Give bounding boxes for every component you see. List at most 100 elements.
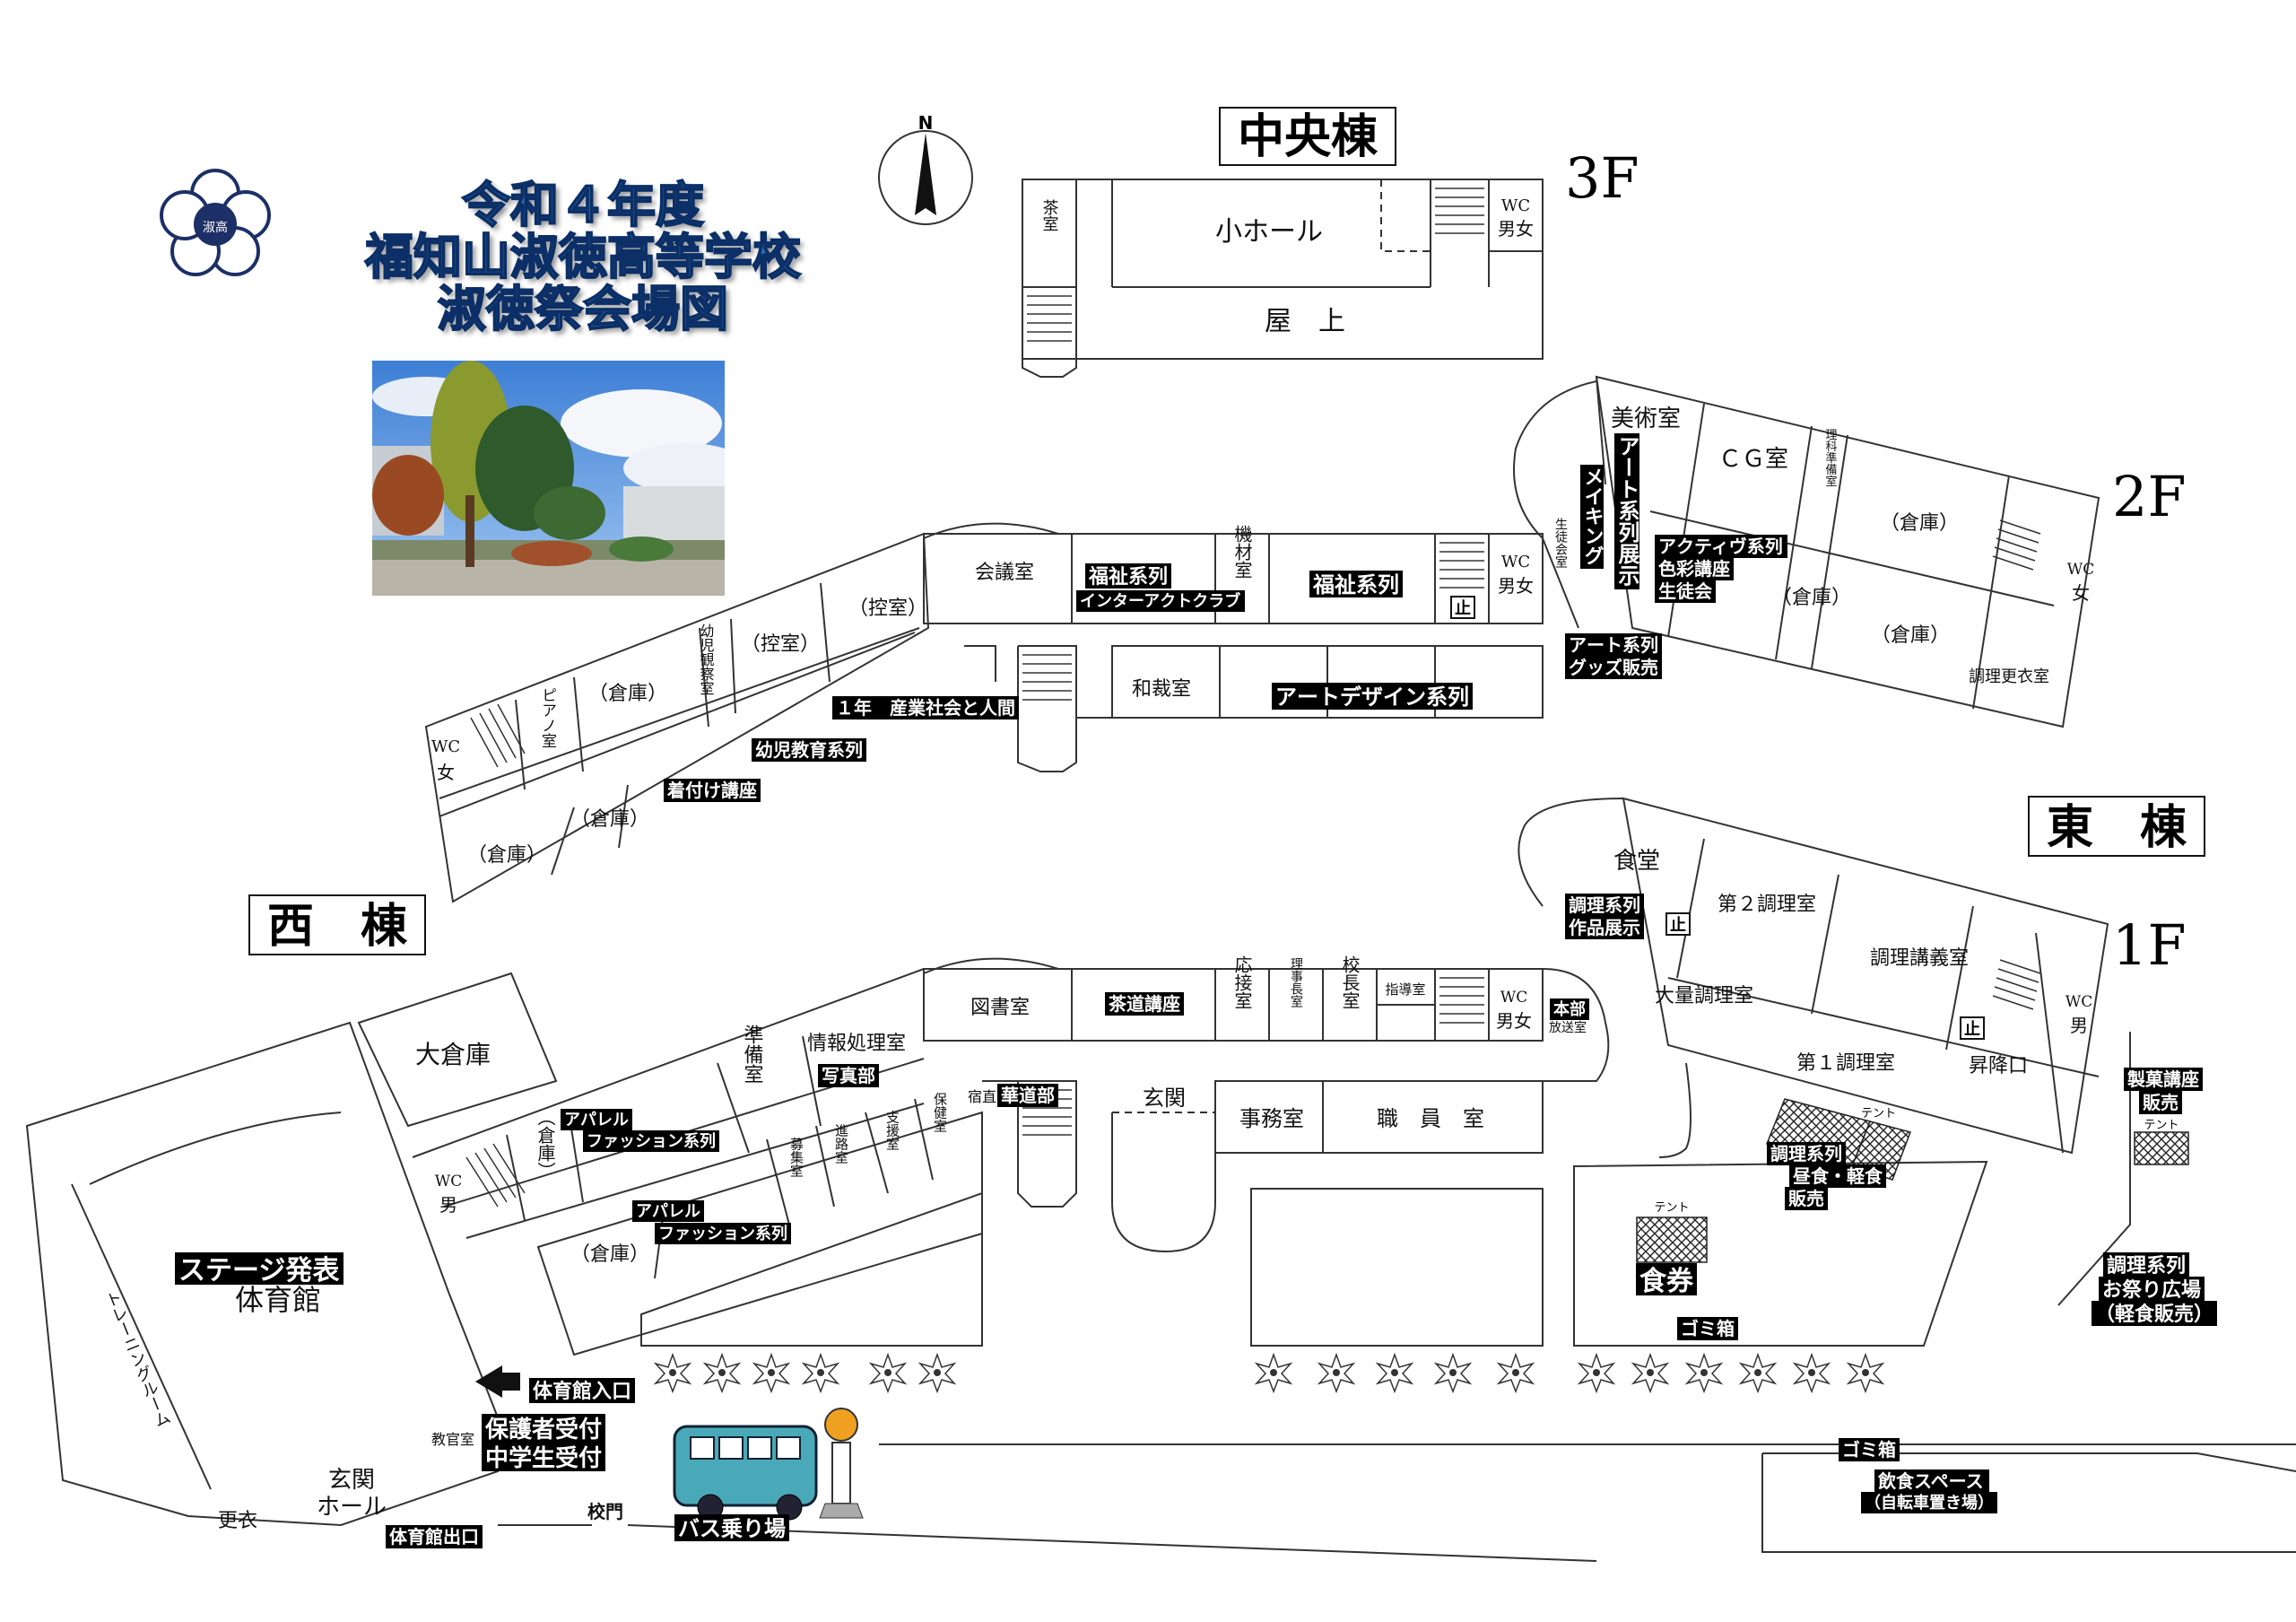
- svg-text:アートデザイン系列: アートデザイン系列: [1275, 685, 1469, 710]
- svg-text:調理系列: 調理系列: [1569, 894, 1640, 916]
- hatched-tent-icon: [1636, 1098, 2189, 1263]
- room-changing: 更衣: [218, 1510, 257, 1532]
- room-storage-2f-e: （倉庫）: [1772, 587, 1851, 609]
- floor-plan-lines: [25, 179, 2296, 1562]
- room-staff: 職 員 室: [1377, 1106, 1484, 1131]
- room-gym: 体育館: [235, 1283, 321, 1317]
- svg-text:ファッション系列: ファッション系列: [658, 1225, 787, 1243]
- room-stairs-exit: 昇降口: [1969, 1055, 2028, 1077]
- building-header-west: 西 棟: [248, 894, 426, 955]
- room-piano: ピアノ室: [538, 687, 556, 748]
- svg-text:アクティヴ系列: アクティヴ系列: [1658, 536, 1783, 557]
- svg-text:食券: 食券: [1639, 1266, 1694, 1297]
- svg-text:本部: 本部: [1553, 999, 1586, 1019]
- event-label-stage: ステージ発表: [175, 1252, 344, 1286]
- room-night: 宿直: [968, 1088, 996, 1105]
- room-wc-3f: WC: [1501, 196, 1530, 215]
- event-label-gym-entrance: 体育館入口: [529, 1378, 635, 1403]
- room-wc-2f-east-f: 女: [2072, 582, 2090, 604]
- event-label-ticket: 食券: [1636, 1263, 1697, 1297]
- room-art: 美術室: [1611, 406, 1681, 432]
- event-label-photo-club: 写真部: [818, 1064, 879, 1087]
- event-label-making: メイキング: [1580, 465, 1605, 569]
- building-header-center: 中央棟: [1219, 107, 1396, 166]
- bus-icon: [673, 1425, 818, 1521]
- room-cook1: 第１調理室: [1796, 1052, 1895, 1075]
- svg-text:作品展示: 作品展示: [1569, 917, 1640, 938]
- gym-entrance-arrow-icon: [475, 1365, 520, 1398]
- event-label-trash2: ゴミ箱: [1839, 1438, 1900, 1461]
- svg-text:福祉系列: 福祉系列: [1088, 566, 1168, 589]
- svg-text:着付け講座: 着付け講座: [666, 780, 757, 801]
- room-storage-2f-c: （倉庫）: [570, 808, 649, 831]
- event-label-fukushi-inter-2: インターアクトクラブ: [1076, 590, 1245, 612]
- room-big-storage: 大倉庫: [415, 1040, 491, 1069]
- event-label-apparel-a1: アパレル: [561, 1109, 632, 1130]
- room-library: 図書室: [970, 997, 1030, 1019]
- event-label-art-exhibit: アート系列展示: [1614, 433, 1639, 589]
- svg-text:（自転車置き場）: （自転車置き場）: [1865, 1493, 1994, 1513]
- svg-text:体育館出口: 体育館出口: [389, 1526, 479, 1548]
- event-label-cook-works-2: 作品展示: [1565, 916, 1644, 939]
- svg-text:バス乗り場: バス乗り場: [678, 1516, 786, 1541]
- floor-3f-label: 3F: [1565, 145, 1639, 211]
- label-gate: 校門: [587, 1501, 623, 1522]
- building-header-east: 東 棟: [2028, 796, 2205, 857]
- room-wc-2f-west-f: 女: [437, 762, 455, 783]
- room-tea: 茶室: [1040, 199, 1059, 231]
- room-principal: 校長室: [1339, 955, 1361, 1009]
- room-storage-2f-f: （倉庫）: [1871, 624, 1950, 647]
- room-wc-1f-mid: WC: [1500, 989, 1527, 1007]
- event-label-cook-food-3: 販売: [1785, 1187, 1828, 1210]
- room-cg: ＣＧ室: [1718, 446, 1788, 473]
- event-label-tea-ceremony: 茶道講座: [1105, 992, 1184, 1016]
- room-cook-locker: 調理更衣室: [1969, 667, 2049, 686]
- room-wc-2f-east: WC: [2067, 561, 2094, 579]
- svg-text:アパレル: アパレル: [636, 1202, 700, 1221]
- room-office: 事務室: [1239, 1106, 1304, 1131]
- compass-label: N: [918, 112, 934, 134]
- svg-text:（軽食販売）: （軽食販売）: [2095, 1303, 2213, 1326]
- svg-text:お祭り広場: お祭り広場: [2102, 1278, 2201, 1302]
- event-label-infant-edu: 幼児教育系列: [752, 738, 866, 762]
- room-director: 理事長室: [1289, 957, 1303, 1007]
- room-sewing: 和裁室: [1132, 678, 1191, 701]
- campus-photo: [372, 361, 725, 596]
- svg-text:昼食・軽食: 昼食・軽食: [1793, 1165, 1883, 1187]
- room-cook-lecture: 調理講義室: [1870, 947, 1969, 970]
- event-label-art-goods-2: グッズ販売: [1565, 656, 1662, 679]
- event-label-honbu: 本部: [1550, 998, 1589, 1020]
- svg-text:ファッション系列: ファッション系列: [587, 1132, 716, 1151]
- svg-text:ゴミ箱: ゴミ箱: [1681, 1318, 1735, 1339]
- room-training: トレーニングルーム: [100, 1288, 172, 1430]
- svg-text:１年 産業社会と人間: １年 産業社会と人間: [836, 697, 1015, 719]
- room-entrance: 玄関: [1143, 1086, 1186, 1111]
- event-label-eating-2: （自転車置き場）: [1861, 1492, 1997, 1513]
- svg-text:体育館入口: 体育館入口: [533, 1380, 631, 1403]
- room-wc-3f-mf: 男女: [1498, 218, 1534, 240]
- room-wc-2f-west: WC: [431, 737, 460, 756]
- svg-text:グッズ販売: グッズ販売: [1569, 657, 1658, 678]
- room-infant-obs: 幼児観察室: [698, 624, 715, 695]
- floor-1f-label: 1F: [2112, 912, 2186, 978]
- event-label-confection-2: 販売: [2139, 1091, 2182, 1114]
- svg-text:西 棟: 西 棟: [267, 899, 408, 954]
- room-wc-1f-mid-mf: 男女: [1496, 1010, 1532, 1032]
- event-label-kitsuke: 着付け講座: [664, 779, 761, 802]
- title-block: 令和４年度 福知山淑徳高等学校 淑徳祭会場図: [318, 179, 848, 336]
- event-label-apparel-b1: アパレル: [632, 1200, 704, 1222]
- room-mass-cook: 大量調理室: [1655, 985, 1753, 1007]
- svg-text:調理系列: 調理系列: [1770, 1143, 1842, 1164]
- event-label-festival-3: （軽食販売）: [2092, 1301, 2217, 1326]
- svg-text:ステージ発表: ステージ発表: [178, 1255, 339, 1286]
- svg-text:生徒会: 生徒会: [1658, 580, 1712, 602]
- room-waiting-b: （控室）: [848, 597, 927, 620]
- event-label-bus: バス乗り場: [674, 1514, 789, 1541]
- event-label-cook-works-1: 調理系列: [1565, 894, 1644, 917]
- room-sci-prep: 理科準備室: [1823, 429, 1838, 487]
- event-label-fukushi-inter-1: 福祉系列: [1085, 563, 1171, 589]
- svg-text:淑高: 淑高: [203, 220, 228, 235]
- svg-text:飲食スペース: 飲食スペース: [1877, 1470, 1984, 1492]
- room-recruit: 募集室: [788, 1138, 804, 1178]
- svg-text:販売: 販売: [1788, 1188, 1824, 1209]
